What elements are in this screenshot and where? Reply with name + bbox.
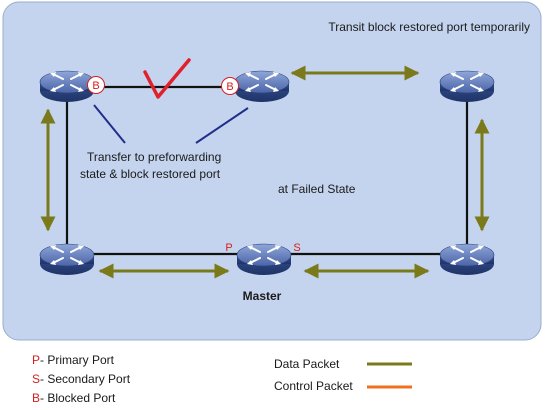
svg-text:- Secondary Port: - Secondary Port — [40, 372, 131, 386]
secondary-port-label: S — [293, 242, 300, 254]
failed-state-note: at Failed State — [278, 182, 356, 196]
switch-icon — [234, 70, 290, 103]
data-packet-arrows — [40, 65, 490, 279]
failure-check-icon — [143, 58, 191, 99]
switch-icon — [439, 243, 495, 276]
svg-text:- Blocked Port: - Blocked Port — [40, 391, 116, 405]
svg-text:- Primary Port: - Primary Port — [40, 353, 115, 367]
svg-text:B: B — [92, 80, 99, 92]
ring-links — [65, 85, 469, 256]
transfer-note-line2: state & block restored port — [80, 167, 221, 181]
svg-text:Data Packet: Data Packet — [274, 357, 340, 371]
legend-primary-port: P - Primary Port — [32, 353, 115, 367]
switch-top-middle — [234, 70, 290, 103]
legend: P - Primary Port S - Secondary Port B - … — [32, 353, 412, 405]
switch-icon — [39, 70, 95, 103]
svg-text:B: B — [226, 81, 233, 93]
switch-bottom-right — [439, 243, 495, 276]
note-pointers — [93, 104, 249, 144]
legend-blocked-port: B - Blocked Port — [32, 391, 116, 405]
transfer-note-line1: Transfer to preforwarding — [87, 150, 221, 164]
legend-secondary-port: S - Secondary Port — [32, 372, 131, 386]
blocked-port-badge-right: B — [221, 77, 239, 95]
svg-text:S: S — [32, 372, 40, 386]
switch-master — [236, 243, 292, 276]
legend-control-packet: Control Packet — [274, 379, 412, 393]
primary-port-label: P — [225, 242, 232, 254]
switch-bottom-left — [39, 243, 95, 276]
switch-icon — [439, 70, 495, 103]
diagram-title: Transit block restored port temporarily — [328, 20, 530, 34]
switch-icon — [236, 243, 292, 276]
switch-icon — [39, 243, 95, 276]
switch-top-left — [39, 70, 95, 103]
svg-text:B: B — [32, 391, 40, 405]
legend-data-packet: Data Packet — [274, 357, 412, 371]
svg-text:P: P — [32, 353, 40, 367]
switch-top-right — [439, 70, 495, 103]
master-label: Master — [243, 289, 282, 303]
svg-text:Control Packet: Control Packet — [274, 379, 353, 393]
blocked-port-badge-left: B — [87, 76, 105, 94]
